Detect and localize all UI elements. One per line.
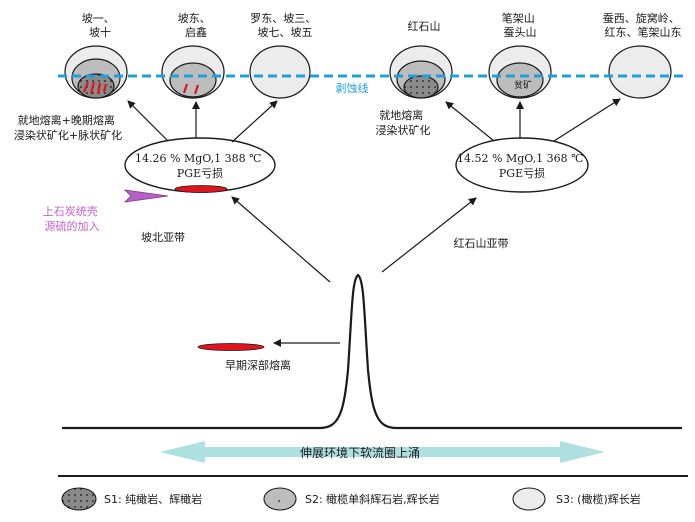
- arrow-left-to-body1: [127, 100, 169, 142]
- right-magma-chamber: 14.52 % MgO,1 368 ℃ PGE亏损: [455, 137, 589, 193]
- legend-s3-swatch: [512, 487, 546, 511]
- right-process-text: 就地熔离 浸染状矿化: [376, 108, 431, 137]
- asthenosphere-upwelling-profile: [62, 273, 682, 430]
- arrow-conduit-to-left: [231, 196, 331, 283]
- intrusion-body-3: [249, 45, 311, 99]
- legend-s2: S2: 橄榄单斜辉石岩,辉长岩: [263, 487, 440, 511]
- poor-ore-label: 贫矿: [514, 79, 532, 91]
- intrusion-body-2: [161, 45, 225, 99]
- legend-s2-label: S2: 橄榄单斜辉石岩,辉长岩: [305, 492, 440, 506]
- crust-sulfur-text: 上石炭统壳 源硫的加入: [43, 204, 102, 233]
- arrow-right-to-body6: [553, 98, 621, 142]
- left-subbelt-label: 坡北亚带: [141, 231, 185, 244]
- intrusion-body-6: [608, 45, 672, 99]
- legend-s1-swatch: [61, 487, 97, 511]
- legend-s2-swatch: [263, 487, 297, 511]
- arrow-conduit-to-right: [381, 197, 477, 273]
- left-magma-text: 14.26 % MgO,1 388 ℃ PGE亏损: [135, 152, 265, 180]
- label-group4: 红石山: [408, 20, 441, 33]
- intrusion-body-4: [389, 45, 453, 99]
- intrusion-body-5: 贫矿: [488, 45, 552, 99]
- early-sulfide-lens: [197, 343, 265, 351]
- label-group5: 笔架山 蚕头山: [502, 11, 539, 39]
- arrow-right-to-body4: [445, 101, 495, 142]
- arrow-left-to-body3: [231, 100, 278, 143]
- right-magma-text: 14.52 % MgO,1 368 ℃ PGE亏损: [457, 152, 587, 180]
- legend: S1: 纯橄岩、辉橄岩 S2: 橄榄单斜辉石岩,辉长岩 S3: (橄榄)辉长岩: [61, 487, 641, 511]
- intrusion-body-1: [64, 45, 128, 99]
- left-magma-chamber: 14.26 % MgO,1 388 ℃ PGE亏损: [124, 137, 276, 193]
- label-group6: 蚕西、旋窝岭、 红东、笔架山东: [603, 11, 684, 39]
- legend-s3-label: S3: (橄榄)辉长岩: [556, 492, 641, 506]
- right-subbelt-label: 红石山亚带: [454, 237, 509, 250]
- erosion-line-label: 剥蚀线: [336, 81, 369, 95]
- extension-arrow: [160, 441, 605, 463]
- label-group3: 罗东、坡三、 坡七、坡五: [250, 12, 320, 39]
- label-group2: 坡东、 启鑫: [178, 12, 215, 39]
- early-segregation-label: 早期深部熔离: [225, 358, 291, 372]
- legend-s1-label: S1: 纯橄岩、辉橄岩: [104, 492, 202, 506]
- sulfide-melt: [174, 185, 228, 193]
- legend-s3: S3: (橄榄)辉长岩: [512, 487, 641, 511]
- legend-s1: S1: 纯橄岩、辉橄岩: [61, 487, 202, 511]
- label-group1: 坡一、 坡十: [82, 12, 119, 39]
- crust-sulfur-arrow: [123, 189, 169, 203]
- left-process-text: 就地熔离+晚期熔离 浸染状矿化+脉状矿化: [14, 113, 122, 142]
- extension-label: 伸展环境下软流圈上涌: [300, 445, 420, 460]
